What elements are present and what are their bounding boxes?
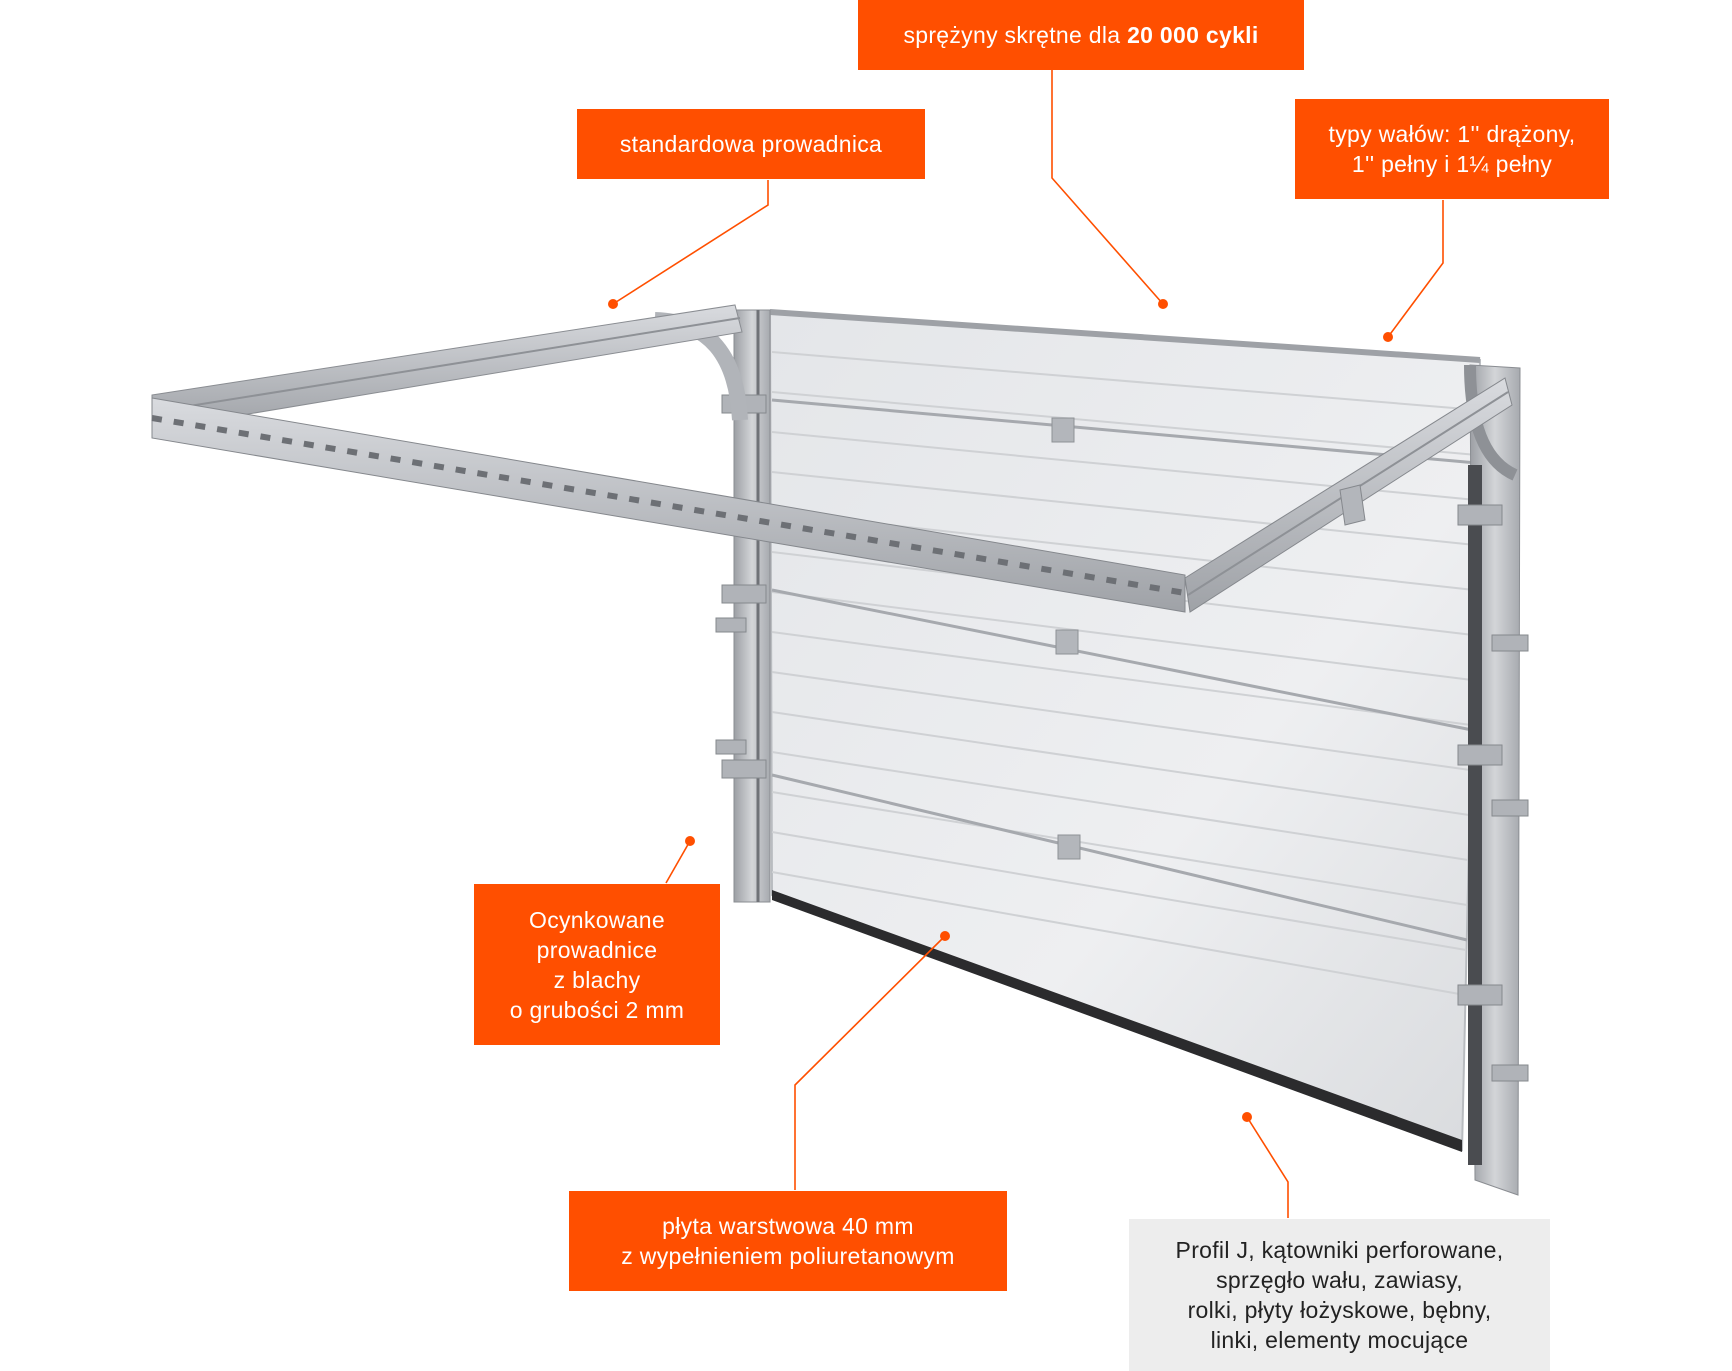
right-horizontal-rail [1184,377,1513,613]
leader-shaft-types [1387,200,1444,338]
callout-standard-track: standardowa prowadnica [577,109,925,179]
callout-sandwich-panel: płyta warstwowa 40 mm z wypełnieniem pol… [569,1191,1007,1291]
callout-standard-track-text: standardowa prowadnica [619,131,883,157]
callout-galvanized-tracks-line3: z blachy [553,966,641,993]
callout-shaft-types-line1: typy wałów: 1'' drążony, [1328,121,1576,147]
leader-standard-track [612,180,769,305]
leader-springs [1051,70,1164,305]
callout-galvanized-tracks-line2: prowadnice [536,936,658,963]
callout-springs: sprężyny skrętne dla 20 000 cykli [858,0,1304,70]
dot-galvanized-tracks [685,836,695,846]
callout-hardware-line3: rolki, płyty łożyskowe, bębny, [1187,1297,1492,1323]
leader-hardware [1246,1116,1289,1218]
callout-springs-text-pre: sprężyny skrętne dla [903,22,1128,48]
callout-galvanized-tracks-line4: o grubości 2 mm [509,996,685,1023]
leader-galvanized-tracks [665,840,691,884]
dot-hardware [1242,1112,1252,1122]
right-vertical-track [1457,364,1529,1196]
callout-shaft-types: typy wałów: 1'' drążony, 1'' pełny i 1¼ … [1295,99,1609,199]
dot-sandwich-panel [940,931,950,941]
callout-hardware: Profil J, kątowniki perforowane, sprzęgł… [1129,1219,1550,1371]
dot-standard-track [608,299,618,309]
callout-sandwich-panel-line1: płyta warstwowa 40 mm [662,1213,914,1239]
callout-sandwich-panel-line2: z wypełnieniem poliuretanowym [621,1243,955,1269]
callout-hardware-line4: linki, elementy mocujące [1210,1327,1469,1353]
callout-galvanized-tracks-line1: Ocynkowane [529,906,665,933]
callout-shaft-types-line2: 1'' pełny i 1¼ pełny [1351,151,1553,177]
sandwich-panel [768,309,1482,1152]
callout-springs-text-bold: 20 000 cykli [1127,22,1259,48]
leader-dots [608,299,1393,1122]
callout-hardware-line2: sprzęgło wału, zawiasy, [1216,1267,1463,1293]
left-horizontal-rail [151,304,743,431]
leader-sandwich-panel [794,935,946,1190]
callout-springs-text: sprężyny skrętne dla 20 000 cykli [903,20,1258,50]
front-perforated-rail [151,397,1186,613]
dot-shaft-types [1383,332,1393,342]
leader-lines [612,70,1444,1218]
callout-galvanized-tracks: Ocynkowane prowadnice z blachy o grubośc… [474,884,720,1045]
callout-hardware-line1: Profil J, kątowniki perforowane, [1175,1237,1504,1263]
dot-springs [1158,299,1168,309]
